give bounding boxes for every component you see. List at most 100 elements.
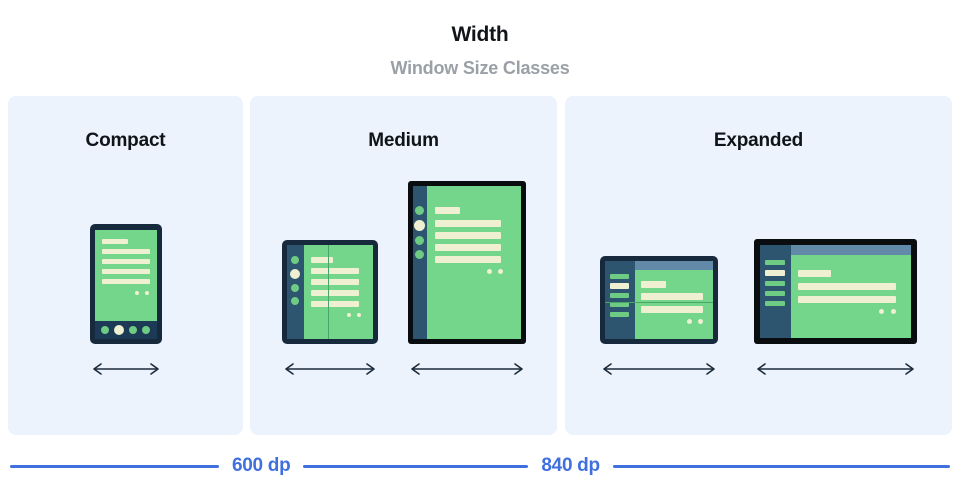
sidebar-bar	[610, 302, 629, 307]
device-tablet-portrait	[407, 181, 526, 344]
content-dot	[486, 269, 492, 274]
content-line	[434, 244, 501, 251]
device-slot-tablet-landscape	[754, 239, 917, 376]
content-line	[798, 270, 831, 277]
content-dot	[144, 291, 149, 295]
content-dot	[346, 313, 351, 317]
breakpoint-ruler: 600 dp 840 dp	[0, 455, 960, 477]
ruler-segment	[612, 464, 950, 468]
content-line	[310, 279, 359, 285]
fold-line-vertical	[327, 245, 329, 339]
sidebar-dot	[290, 297, 299, 305]
device-foldable-landscape	[600, 256, 718, 344]
sidebar-bar	[610, 293, 629, 298]
sidebar-dot	[414, 250, 424, 259]
content-line	[101, 239, 128, 244]
width-arrow-icon	[410, 363, 523, 375]
device-group-expanded	[565, 176, 952, 376]
content-line	[641, 293, 703, 300]
content-line	[101, 279, 150, 284]
content-line	[310, 268, 359, 274]
phone-screen	[94, 230, 157, 339]
content-line	[101, 249, 150, 254]
sidebar-dot-active	[413, 220, 425, 231]
sidebar	[760, 245, 791, 338]
content-line	[641, 281, 666, 288]
width-arrow-icon	[92, 363, 159, 375]
sidebar	[605, 261, 635, 339]
content-dot	[891, 309, 896, 314]
content-dot	[687, 319, 692, 324]
device-slot-foldable-landscape	[600, 256, 718, 376]
top-app-bar	[791, 245, 911, 255]
content-line	[798, 283, 896, 290]
nav-dot	[100, 326, 109, 334]
device-phone-portrait	[89, 224, 162, 344]
sidebar-bar-active	[610, 283, 629, 289]
sidebar-bar-active	[765, 270, 785, 276]
device-slot-tablet-portrait	[407, 181, 526, 376]
device-tablet-landscape	[754, 239, 917, 344]
phone-nav-bar	[94, 321, 157, 339]
sidebar-dot	[290, 256, 299, 264]
content-dot	[879, 309, 884, 314]
panel-expanded: Expanded	[565, 96, 952, 435]
content-line	[310, 257, 333, 263]
device-slot-phone-portrait	[89, 224, 162, 376]
content-line	[434, 232, 501, 239]
panel-label-expanded: Expanded	[713, 130, 804, 151]
fold-line-horizontal	[605, 302, 713, 303]
sidebar-bar	[765, 291, 785, 296]
content-dot	[356, 313, 361, 317]
top-app-bar	[635, 261, 713, 270]
nav-dot	[128, 326, 137, 334]
content-dot	[134, 291, 139, 295]
sidebar-dot	[290, 284, 299, 292]
width-arrow-icon	[757, 363, 914, 375]
device-group-medium	[250, 176, 557, 376]
content-dot	[497, 269, 503, 274]
foldable-landscape-screen	[605, 261, 713, 339]
sidebar-bar	[765, 301, 785, 306]
device-group-compact	[8, 176, 243, 376]
nav-dot-active	[113, 325, 124, 335]
panel-label-compact: Compact	[85, 130, 166, 151]
content-line	[101, 259, 150, 264]
sidebar-bar	[610, 312, 629, 317]
panel-compact: Compact	[8, 96, 243, 435]
ruler-segment	[303, 464, 529, 468]
content-line	[798, 296, 896, 303]
ruler-segment	[10, 464, 219, 468]
content-line	[434, 256, 501, 263]
content-dot	[698, 319, 703, 324]
panel-label-medium: Medium	[368, 130, 439, 151]
width-arrow-icon	[284, 363, 375, 375]
sidebar-bar	[610, 274, 629, 279]
sidebar	[412, 186, 427, 339]
sidebar-bar	[765, 260, 785, 265]
device-foldable-portrait	[281, 240, 378, 344]
tablet-screen	[412, 186, 521, 339]
content-line	[310, 290, 359, 296]
page-subtitle: Window Size Classes	[390, 58, 570, 78]
sidebar-bar	[765, 281, 785, 286]
panel-medium: Medium	[250, 96, 557, 435]
foldable-screen	[286, 245, 373, 339]
width-arrow-icon	[603, 363, 715, 375]
sidebar	[286, 245, 304, 339]
content-line	[101, 269, 150, 274]
sidebar-dot-active	[289, 269, 300, 279]
content-line	[310, 301, 359, 307]
tablet-landscape-screen	[760, 245, 911, 338]
content-line	[641, 306, 703, 313]
sidebar-dot	[414, 206, 424, 215]
chart-header: Width Window Size Classes	[0, 0, 960, 95]
breakpoint-label-600: 600 dp	[232, 455, 291, 476]
breakpoint-label-840: 840 dp	[541, 455, 600, 476]
device-slot-foldable-portrait	[281, 240, 378, 376]
size-class-panels: Compact	[0, 96, 960, 436]
nav-dot	[141, 326, 150, 334]
sidebar-dot	[414, 236, 424, 245]
content-line	[434, 220, 501, 227]
page-title: Width	[451, 23, 509, 46]
